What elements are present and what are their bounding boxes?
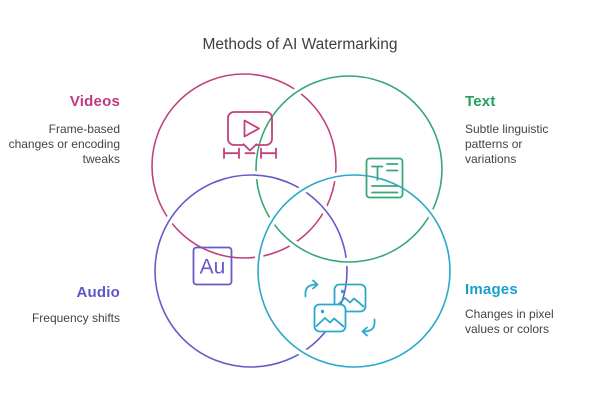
audio-circle-overlap-arc <box>214 174 288 183</box>
videos-heading: Videos <box>69 93 120 110</box>
text-circle <box>255 75 443 263</box>
videos-description: Frame-based changes or encoding tweaks <box>8 122 120 166</box>
images-circle <box>257 174 451 368</box>
text-description: Subtle linguistic patterns or variations <box>465 122 549 166</box>
videos-circle <box>151 73 337 259</box>
images-heading: Images <box>465 281 518 298</box>
audio-icon-label: Au <box>200 256 226 279</box>
swap-arrow-up-icon <box>304 283 318 298</box>
images-description: Changes in pixel values or colors <box>465 307 554 336</box>
page-title: Methods of AI Watermarking <box>202 36 398 53</box>
audio-description: Frequency shifts <box>31 311 120 325</box>
au-badge-icon: Au <box>192 246 233 286</box>
text-heading: Text <box>465 93 496 110</box>
swap-arrow-down-icon <box>362 318 376 333</box>
text-document-icon <box>365 157 404 199</box>
video-play-frames-icon <box>223 111 277 159</box>
image-swap-icon <box>304 279 376 337</box>
audio-heading: Audio <box>76 284 120 301</box>
